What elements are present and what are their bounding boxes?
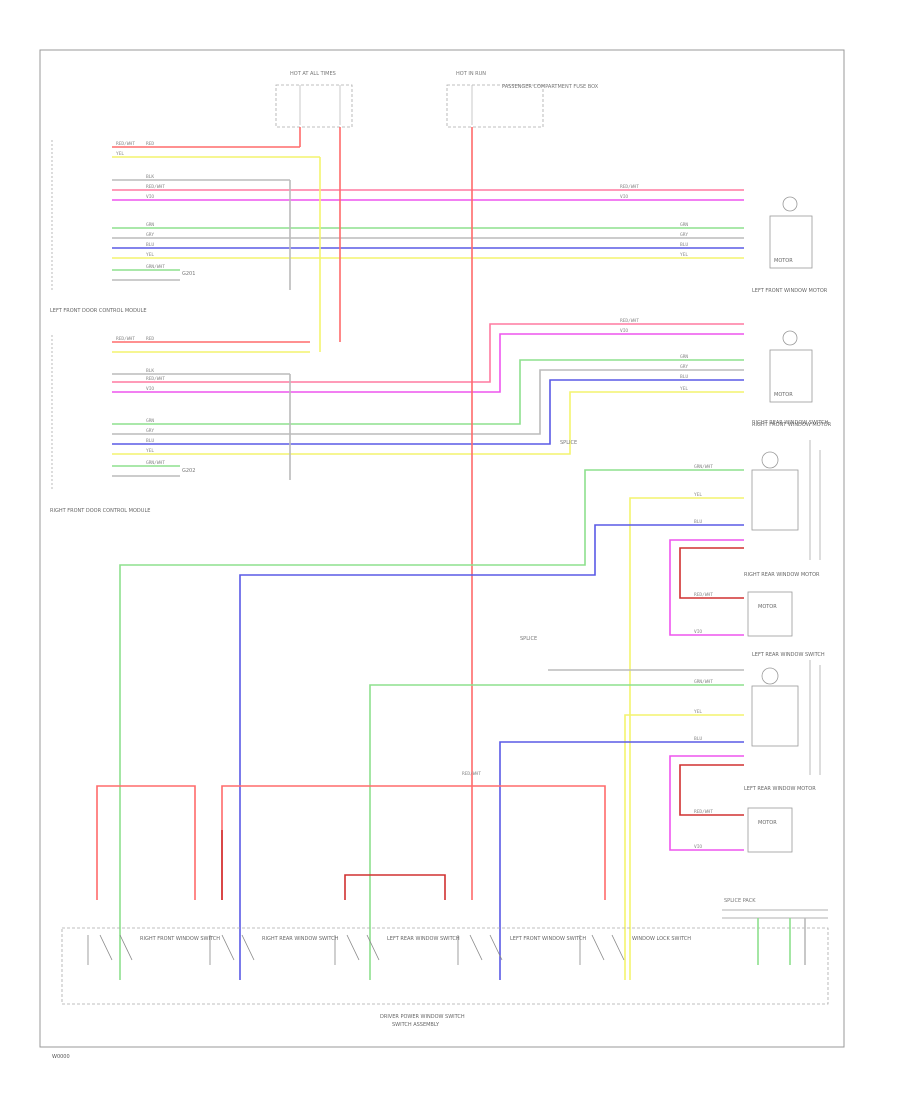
left-front-wire-codes: RED/WHT RED YEL BLK RED/WHT VIO GRN GRY …	[116, 141, 688, 270]
fuse-block-center-label: HOT IN RUN	[456, 71, 486, 77]
switch-rf	[87, 934, 133, 965]
svg-text:LEFT REAR WINDOW SWITCH: LEFT REAR WINDOW SWITCH	[387, 936, 460, 942]
svg-text:BLU: BLU	[146, 242, 154, 248]
svg-text:BLU: BLU	[694, 736, 702, 742]
svg-text:GRY: GRY	[146, 232, 154, 238]
switch-lock	[579, 934, 625, 965]
svg-text:RIGHT REAR WINDOW SWITCH: RIGHT REAR WINDOW SWITCH	[262, 936, 339, 942]
fuse-block-left-label: HOT AT ALL TIMES	[290, 71, 336, 77]
diagram-frame	[39, 49, 845, 1048]
splice-pack	[722, 909, 828, 965]
svg-text:GRN/WHT: GRN/WHT	[694, 679, 713, 685]
splice-top-label: SPLICE	[560, 440, 577, 446]
right-front-wires	[112, 323, 744, 477]
svg-text:MOTOR: MOTOR	[758, 820, 777, 826]
svg-text:BLU: BLU	[694, 519, 702, 525]
svg-text:RED/WHT: RED/WHT	[146, 376, 165, 382]
svg-text:RIGHT REAR WINDOW SWITCH: RIGHT REAR WINDOW SWITCH	[752, 420, 829, 426]
ground-right-label: G202	[182, 468, 195, 474]
svg-text:VIO: VIO	[694, 629, 702, 635]
svg-text:RED/WHT: RED/WHT	[620, 184, 639, 190]
right-front-wire-codes: RED/WHT RED BLK RED/WHT VIO GRN GRY BLU …	[116, 318, 688, 466]
svg-text:VIO: VIO	[146, 386, 154, 392]
svg-text:WINDOW LOCK SWITCH: WINDOW LOCK SWITCH	[632, 936, 691, 942]
svg-text:GRN/WHT: GRN/WHT	[146, 460, 165, 466]
svg-text:BLU: BLU	[146, 438, 154, 444]
splice-pack-label: SPLICE PACK	[724, 898, 756, 904]
switch-lr	[334, 934, 380, 965]
svg-text:BLK: BLK	[146, 174, 154, 180]
svg-text:YEL: YEL	[146, 252, 154, 258]
svg-text:LEFT FRONT WINDOW MOTOR: LEFT FRONT WINDOW MOTOR	[752, 288, 828, 294]
svg-text:BLU: BLU	[680, 374, 688, 380]
svg-text:RIGHT FRONT WINDOW SWITCH: RIGHT FRONT WINDOW SWITCH	[140, 936, 220, 942]
left-rear-switch: LEFT REAR WINDOW SWITCH MOTOR LEFT REAR …	[744, 652, 825, 853]
passenger-fuse-box-label: PASSENGER COMPARTMENT FUSE BOX	[502, 84, 599, 90]
bottom-module-sublabel: SWITCH ASSEMBLY	[392, 1022, 440, 1028]
splice-mid-label: SPLICE	[520, 636, 537, 642]
svg-text:RED/WHT: RED/WHT	[694, 592, 713, 598]
svg-text:GRN/WHT: GRN/WHT	[694, 464, 713, 470]
svg-text:VIO: VIO	[620, 328, 628, 334]
bottom-red-loops	[96, 785, 606, 900]
svg-text:RIGHT FRONT WINDOW MOTOR: RIGHT FRONT WINDOW MOTOR	[752, 422, 832, 428]
vertical-feeds	[289, 127, 473, 900]
svg-text:GRN: GRN	[680, 222, 688, 228]
ground-left-label: G201	[182, 271, 195, 277]
right-rear-switch: RIGHT REAR WINDOW SWITCH MOTOR RIGHT REA…	[744, 420, 829, 637]
left-rear-wire-codes: GRN/WHT YEL BLU RED/WHT VIO	[694, 679, 713, 850]
svg-text:MOTOR: MOTOR	[758, 604, 777, 610]
svg-text:GRN: GRN	[146, 222, 154, 228]
svg-text:BLK: BLK	[146, 368, 154, 374]
svg-text:GRN: GRN	[146, 418, 154, 424]
svg-text:BLU: BLU	[680, 242, 688, 248]
svg-text:YEL: YEL	[694, 492, 702, 498]
switch-rr	[209, 934, 255, 965]
right-rear-wire-codes: GRN/WHT YEL BLU RED/WHT VIO	[694, 464, 713, 635]
right-front-window-motor: MOTOR RIGHT FRONT WINDOW MOTOR	[752, 330, 832, 428]
bottom-module-label: DRIVER POWER WINDOW SWITCH	[380, 1014, 465, 1020]
left-front-door-module-label: LEFT FRONT DOOR CONTROL MODULE	[50, 308, 147, 314]
svg-text:GRN/WHT: GRN/WHT	[146, 264, 165, 270]
left-front-window-motor: MOTOR LEFT FRONT WINDOW MOTOR	[752, 196, 828, 294]
svg-text:YEL: YEL	[116, 151, 124, 157]
right-rear-switch-wires	[119, 469, 744, 980]
svg-text:RED/WHT: RED/WHT	[116, 141, 135, 147]
svg-text:YEL: YEL	[694, 709, 702, 715]
svg-text:GRN: GRN	[680, 354, 688, 360]
svg-text:GRY: GRY	[146, 428, 154, 434]
svg-text:MOTOR: MOTOR	[774, 392, 793, 398]
svg-text:RIGHT REAR WINDOW MOTOR: RIGHT REAR WINDOW MOTOR	[744, 572, 820, 578]
svg-text:LEFT REAR WINDOW MOTOR: LEFT REAR WINDOW MOTOR	[744, 786, 816, 792]
svg-text:LEFT FRONT WINDOW SWITCH: LEFT FRONT WINDOW SWITCH	[510, 936, 586, 942]
svg-text:RED: RED	[146, 336, 154, 342]
right-front-door-module-label: RIGHT FRONT DOOR CONTROL MODULE	[50, 508, 150, 514]
svg-text:VIO: VIO	[620, 194, 628, 200]
left-front-wires	[112, 146, 744, 281]
corner-code: W0000	[52, 1054, 70, 1060]
center-feed-code: RED/WHT	[462, 771, 481, 777]
svg-text:YEL: YEL	[680, 386, 688, 392]
svg-text:RED/WHT: RED/WHT	[116, 336, 135, 342]
svg-text:VIO: VIO	[146, 194, 154, 200]
svg-text:VIO: VIO	[694, 844, 702, 850]
svg-text:RED/WHT: RED/WHT	[146, 184, 165, 190]
switch-lf	[457, 934, 503, 965]
svg-text:MOTOR: MOTOR	[774, 258, 793, 264]
svg-text:RED/WHT: RED/WHT	[694, 809, 713, 815]
svg-text:RED: RED	[146, 141, 154, 147]
fuse-block-left: HOT AT ALL TIMES	[275, 71, 353, 128]
svg-text:YEL: YEL	[146, 448, 154, 454]
fuse-block-center: HOT IN RUN PASSENGER COMPARTMENT FUSE BO…	[446, 71, 599, 128]
bottom-switch-assembly: RIGHT FRONT WINDOW SWITCH RIGHT REAR WIN…	[61, 927, 829, 1028]
svg-text:GRY: GRY	[680, 364, 688, 370]
svg-text:RED/WHT: RED/WHT	[620, 318, 639, 324]
svg-text:GRY: GRY	[680, 232, 688, 238]
svg-text:LEFT REAR WINDOW SWITCH: LEFT REAR WINDOW SWITCH	[752, 652, 825, 658]
left-rear-switch-wires	[369, 669, 744, 980]
svg-text:YEL: YEL	[680, 252, 688, 258]
